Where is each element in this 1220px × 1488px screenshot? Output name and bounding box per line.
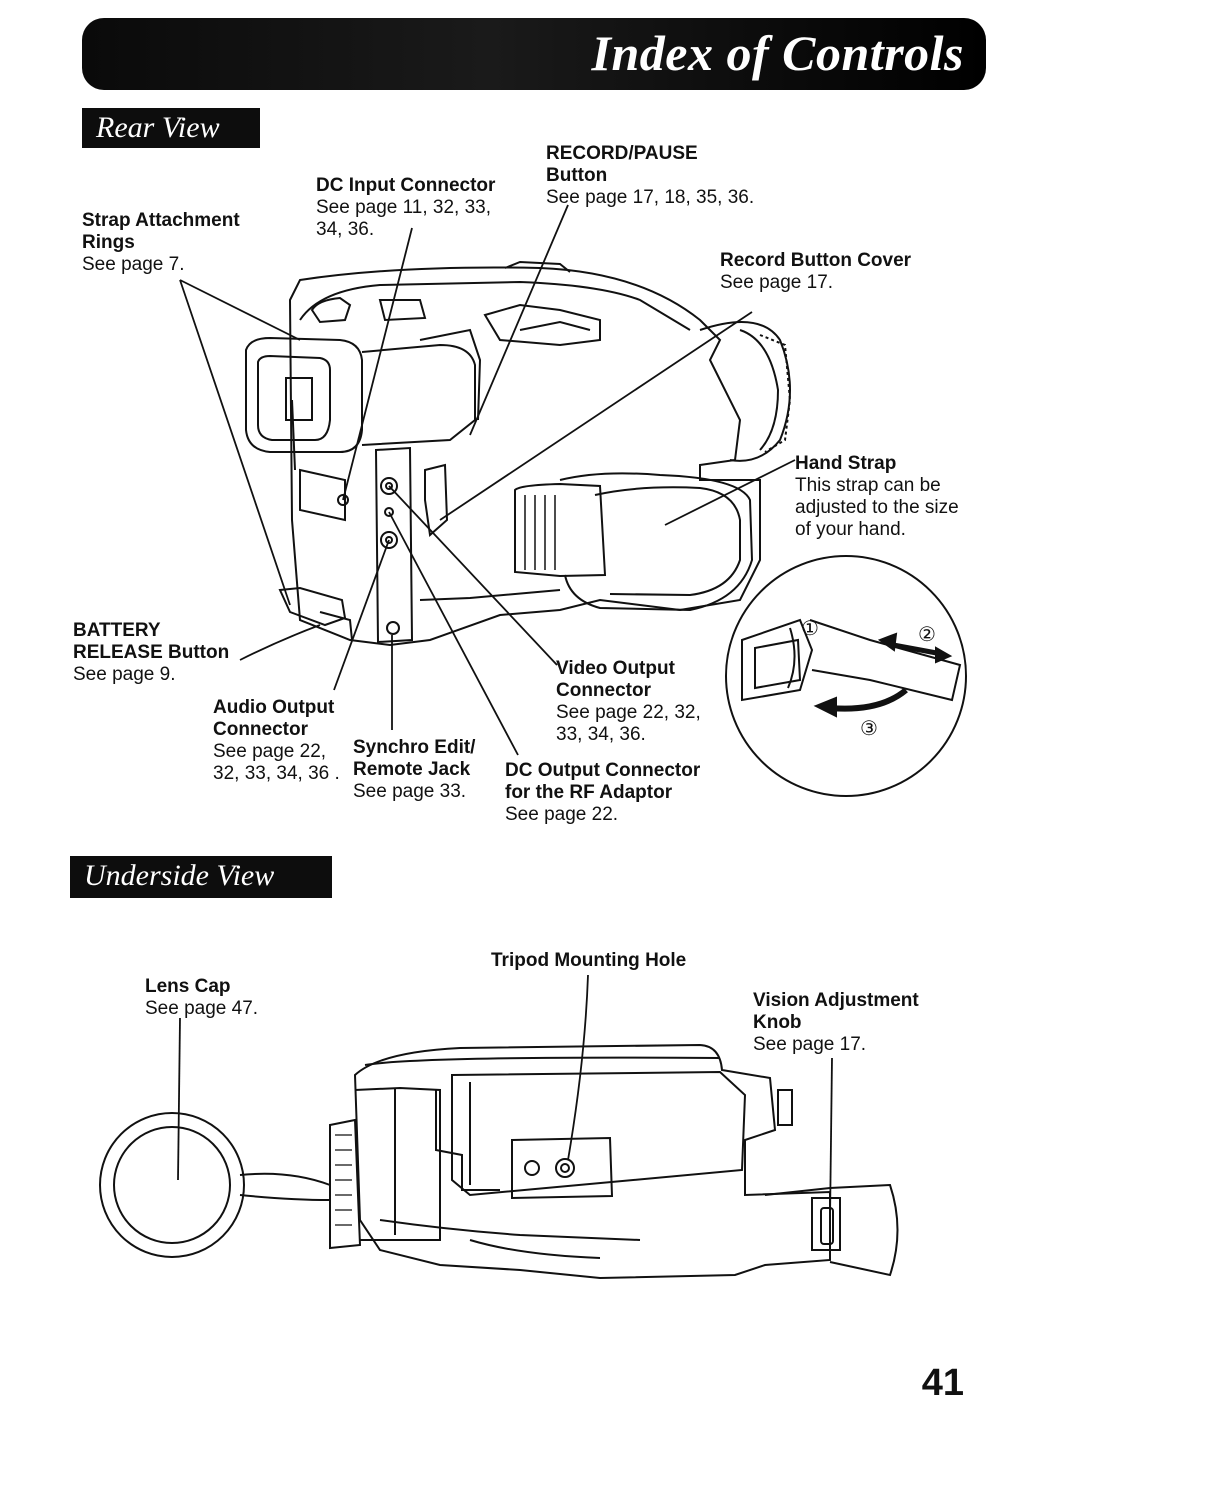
label-record-pause: RECORD/PAUSE Button See page 17, 18, 35,…: [546, 143, 755, 208]
label-tripod: Tripod Mounting Hole: [491, 950, 687, 971]
label-dc-output: DC Output Connector for the RF Adaptor S…: [505, 760, 701, 825]
label-video-output: Video Output Connector See page 22, 32, …: [556, 658, 701, 745]
page-number: 41: [921, 1362, 964, 1404]
label-dc-input: DC Input Connector See page 11, 32, 33, …: [316, 175, 496, 240]
label-synchro-edit: Synchro Edit/ Remote Jack See page 33.: [353, 737, 476, 802]
section-rear-view: Rear View: [82, 108, 260, 148]
label-battery-release: BATTERY RELEASE Button See page 9.: [73, 620, 230, 685]
section-underside-view: Underside View: [70, 856, 332, 898]
marker-1: ①: [801, 618, 819, 640]
label-audio-output: Audio Output Connector See page 22, 32, …: [213, 697, 340, 784]
label-lens-cap: Lens Cap See page 47.: [145, 976, 259, 1019]
label-strap-attachment: Strap Attachment Rings See page 7.: [82, 210, 240, 275]
label-hand-strap: Hand Strap This strap can be adjusted to…: [795, 453, 959, 540]
label-record-cover: Record Button Cover See page 17.: [720, 250, 912, 293]
marker-2: ②: [918, 624, 936, 646]
marker-3: ③: [860, 718, 878, 740]
label-vision-adjustment: Vision Adjustment Knob See page 17.: [753, 990, 919, 1055]
header-banner: Index of Controls: [82, 18, 986, 90]
page-title: Index of Controls: [591, 25, 964, 81]
